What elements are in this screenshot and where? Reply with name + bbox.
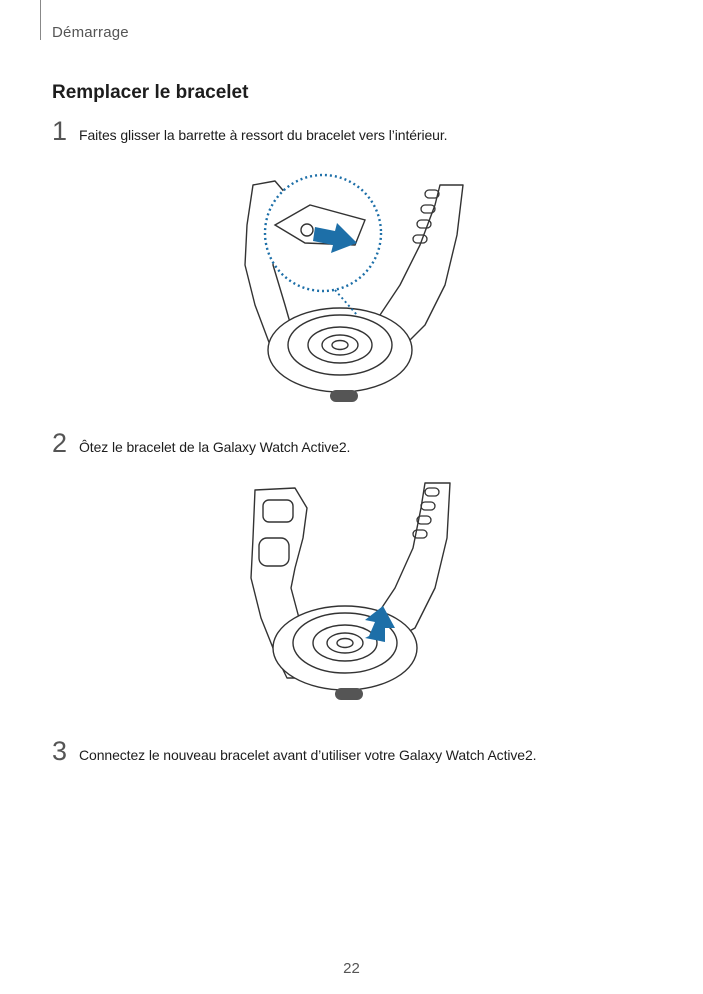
- step-text: Faites glisser la barrette à ressort du …: [79, 127, 448, 143]
- page-number: 22: [343, 960, 360, 977]
- step-number: 3: [52, 736, 68, 766]
- side-button: [330, 390, 358, 402]
- step-3: 3 Connectez le nouveau bracelet avant d’…: [52, 736, 537, 766]
- illustration-release-spring-bar: [244, 173, 464, 402]
- step-2: 2 Ôtez le bracelet de la Galaxy Watch Ac…: [52, 430, 350, 457]
- side-button: [335, 688, 363, 700]
- arrow-remove-icon: [365, 606, 395, 642]
- section-label: Démarrage: [52, 24, 129, 41]
- step-1: 1 Faites glisser la barrette à ressort d…: [52, 116, 448, 146]
- step-text: Ôtez le bracelet de la Galaxy Watch Acti…: [79, 439, 351, 455]
- step-number: 2: [52, 428, 68, 458]
- arrow-push-icon: [313, 223, 357, 253]
- header-rule: [40, 0, 41, 40]
- step-number: 1: [52, 116, 68, 146]
- page-title: Remplacer le bracelet: [52, 82, 249, 103]
- step-text: Connectez le nouveau bracelet avant d’ut…: [79, 747, 537, 763]
- illustration-remove-strap: [250, 482, 451, 700]
